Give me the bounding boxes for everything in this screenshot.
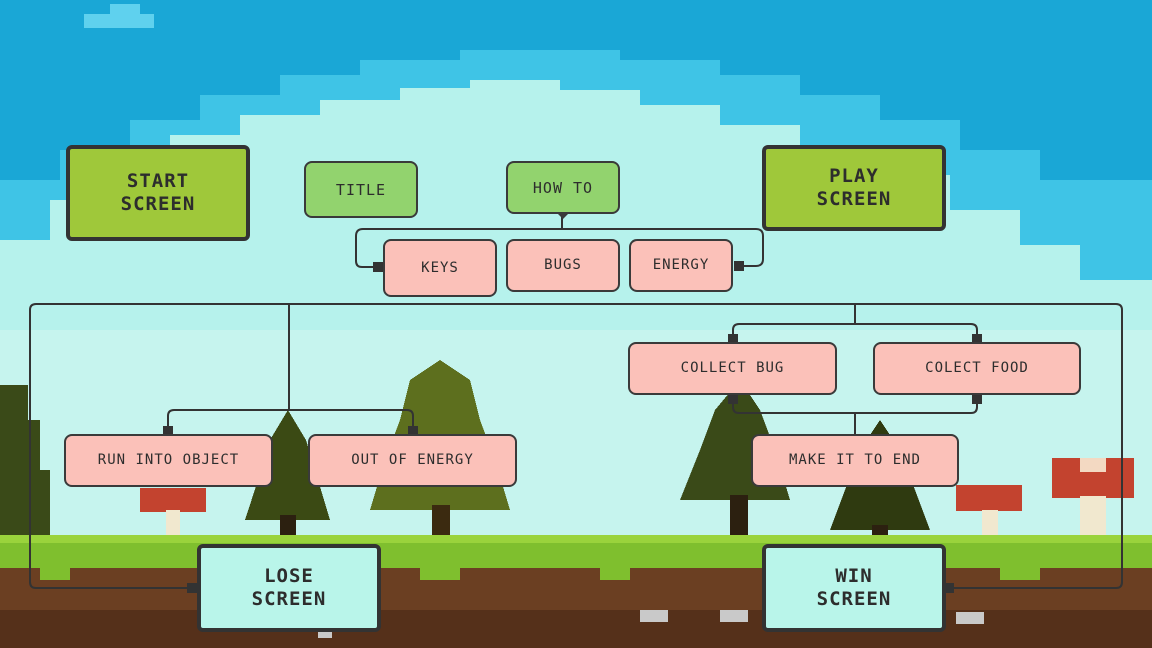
out-of-energy-node: OUT OF ENERGY: [308, 434, 517, 487]
make-it-to-end-node: MAKE IT TO END: [751, 434, 959, 487]
play-screen-node: PLAY SCREEN: [762, 145, 946, 231]
how-to-node: HOW TO: [506, 161, 620, 219]
speech-tail-icon: [557, 213, 569, 219]
collect-bug-node: COLLECT BUG: [628, 342, 837, 395]
title-node: TITLE: [304, 161, 418, 218]
lose-screen-node: LOSE SCREEN: [197, 544, 381, 632]
run-into-object-node: RUN INTO OBJECT: [64, 434, 273, 487]
keys-node: KEYS: [383, 239, 497, 297]
win-screen-node: WIN SCREEN: [762, 544, 946, 632]
how-to-label: HOW TO: [532, 178, 594, 197]
small-cloud: [84, 14, 154, 28]
colect-food-node: COLECT FOOD: [873, 342, 1081, 395]
grass: [0, 540, 1152, 570]
energy-node: ENERGY: [629, 239, 733, 292]
start-screen-node: START SCREEN: [66, 145, 250, 241]
bugs-node: BUGS: [506, 239, 620, 292]
